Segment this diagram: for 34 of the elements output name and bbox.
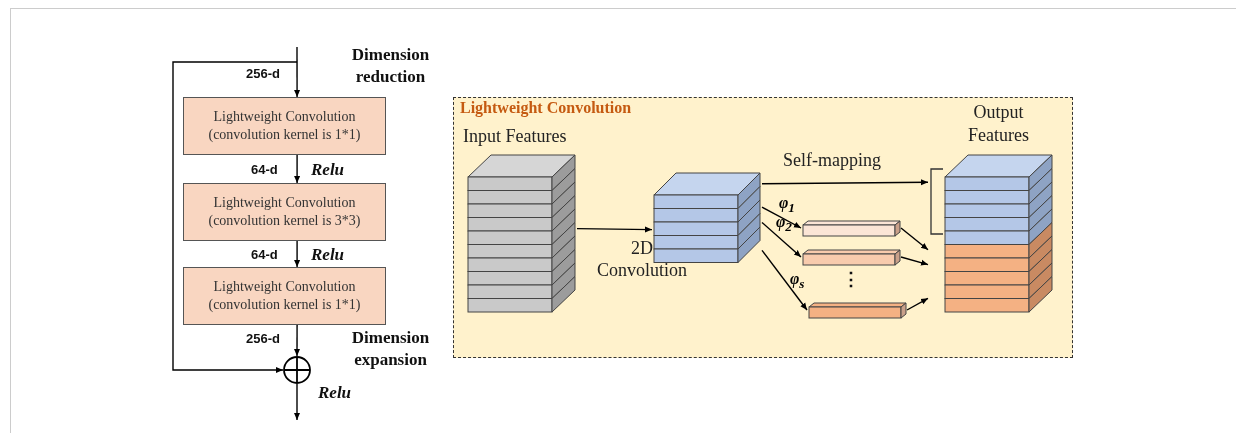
annotation-label: Dimension reduction	[350, 44, 431, 89]
edge-label: Self-mapping	[783, 150, 881, 171]
ellipsis-label: ⋮	[842, 268, 860, 290]
activation-label: Relu	[311, 160, 345, 180]
arrow	[294, 240, 301, 268]
arrow	[761, 206, 802, 229]
arrow	[761, 179, 929, 186]
edge-label: 2D Convolution	[596, 238, 688, 282]
dimension-label: 256-d	[246, 66, 280, 81]
arrow	[576, 226, 653, 233]
panel-title: Lightweight Convolution	[460, 99, 632, 117]
arrow	[906, 297, 929, 311]
dimension-label: 64-d	[251, 247, 278, 262]
dimension-label: 64-d	[251, 162, 278, 177]
arrow	[900, 227, 929, 251]
arrow	[761, 221, 802, 258]
arrow	[172, 61, 298, 373]
dashed-panel	[453, 97, 1073, 358]
activation-label: Relu	[311, 245, 345, 265]
dimension-label: 256-d	[246, 331, 280, 346]
activation-label: Relu	[318, 383, 352, 403]
arrow	[900, 256, 929, 266]
annotation-label: Dimension expansion	[350, 327, 431, 372]
arrow	[761, 249, 808, 311]
process-box: Lightweight Convolution (convolution kernel is 1*1)	[183, 267, 386, 325]
arrow	[294, 383, 300, 421]
stack-heading: Input Features	[463, 125, 567, 148]
process-box: Lightweight Convolution (convolution kernel is 3*3)	[183, 183, 386, 241]
arrow	[294, 46, 301, 98]
stack-heading: Output Features	[967, 101, 1030, 148]
process-box: Lightweight Convolution (convolution kernel is 1*1)	[183, 97, 386, 155]
edge-label: φ$_{s}$	[790, 270, 805, 293]
arrow	[294, 324, 300, 357]
arrow	[294, 154, 301, 184]
